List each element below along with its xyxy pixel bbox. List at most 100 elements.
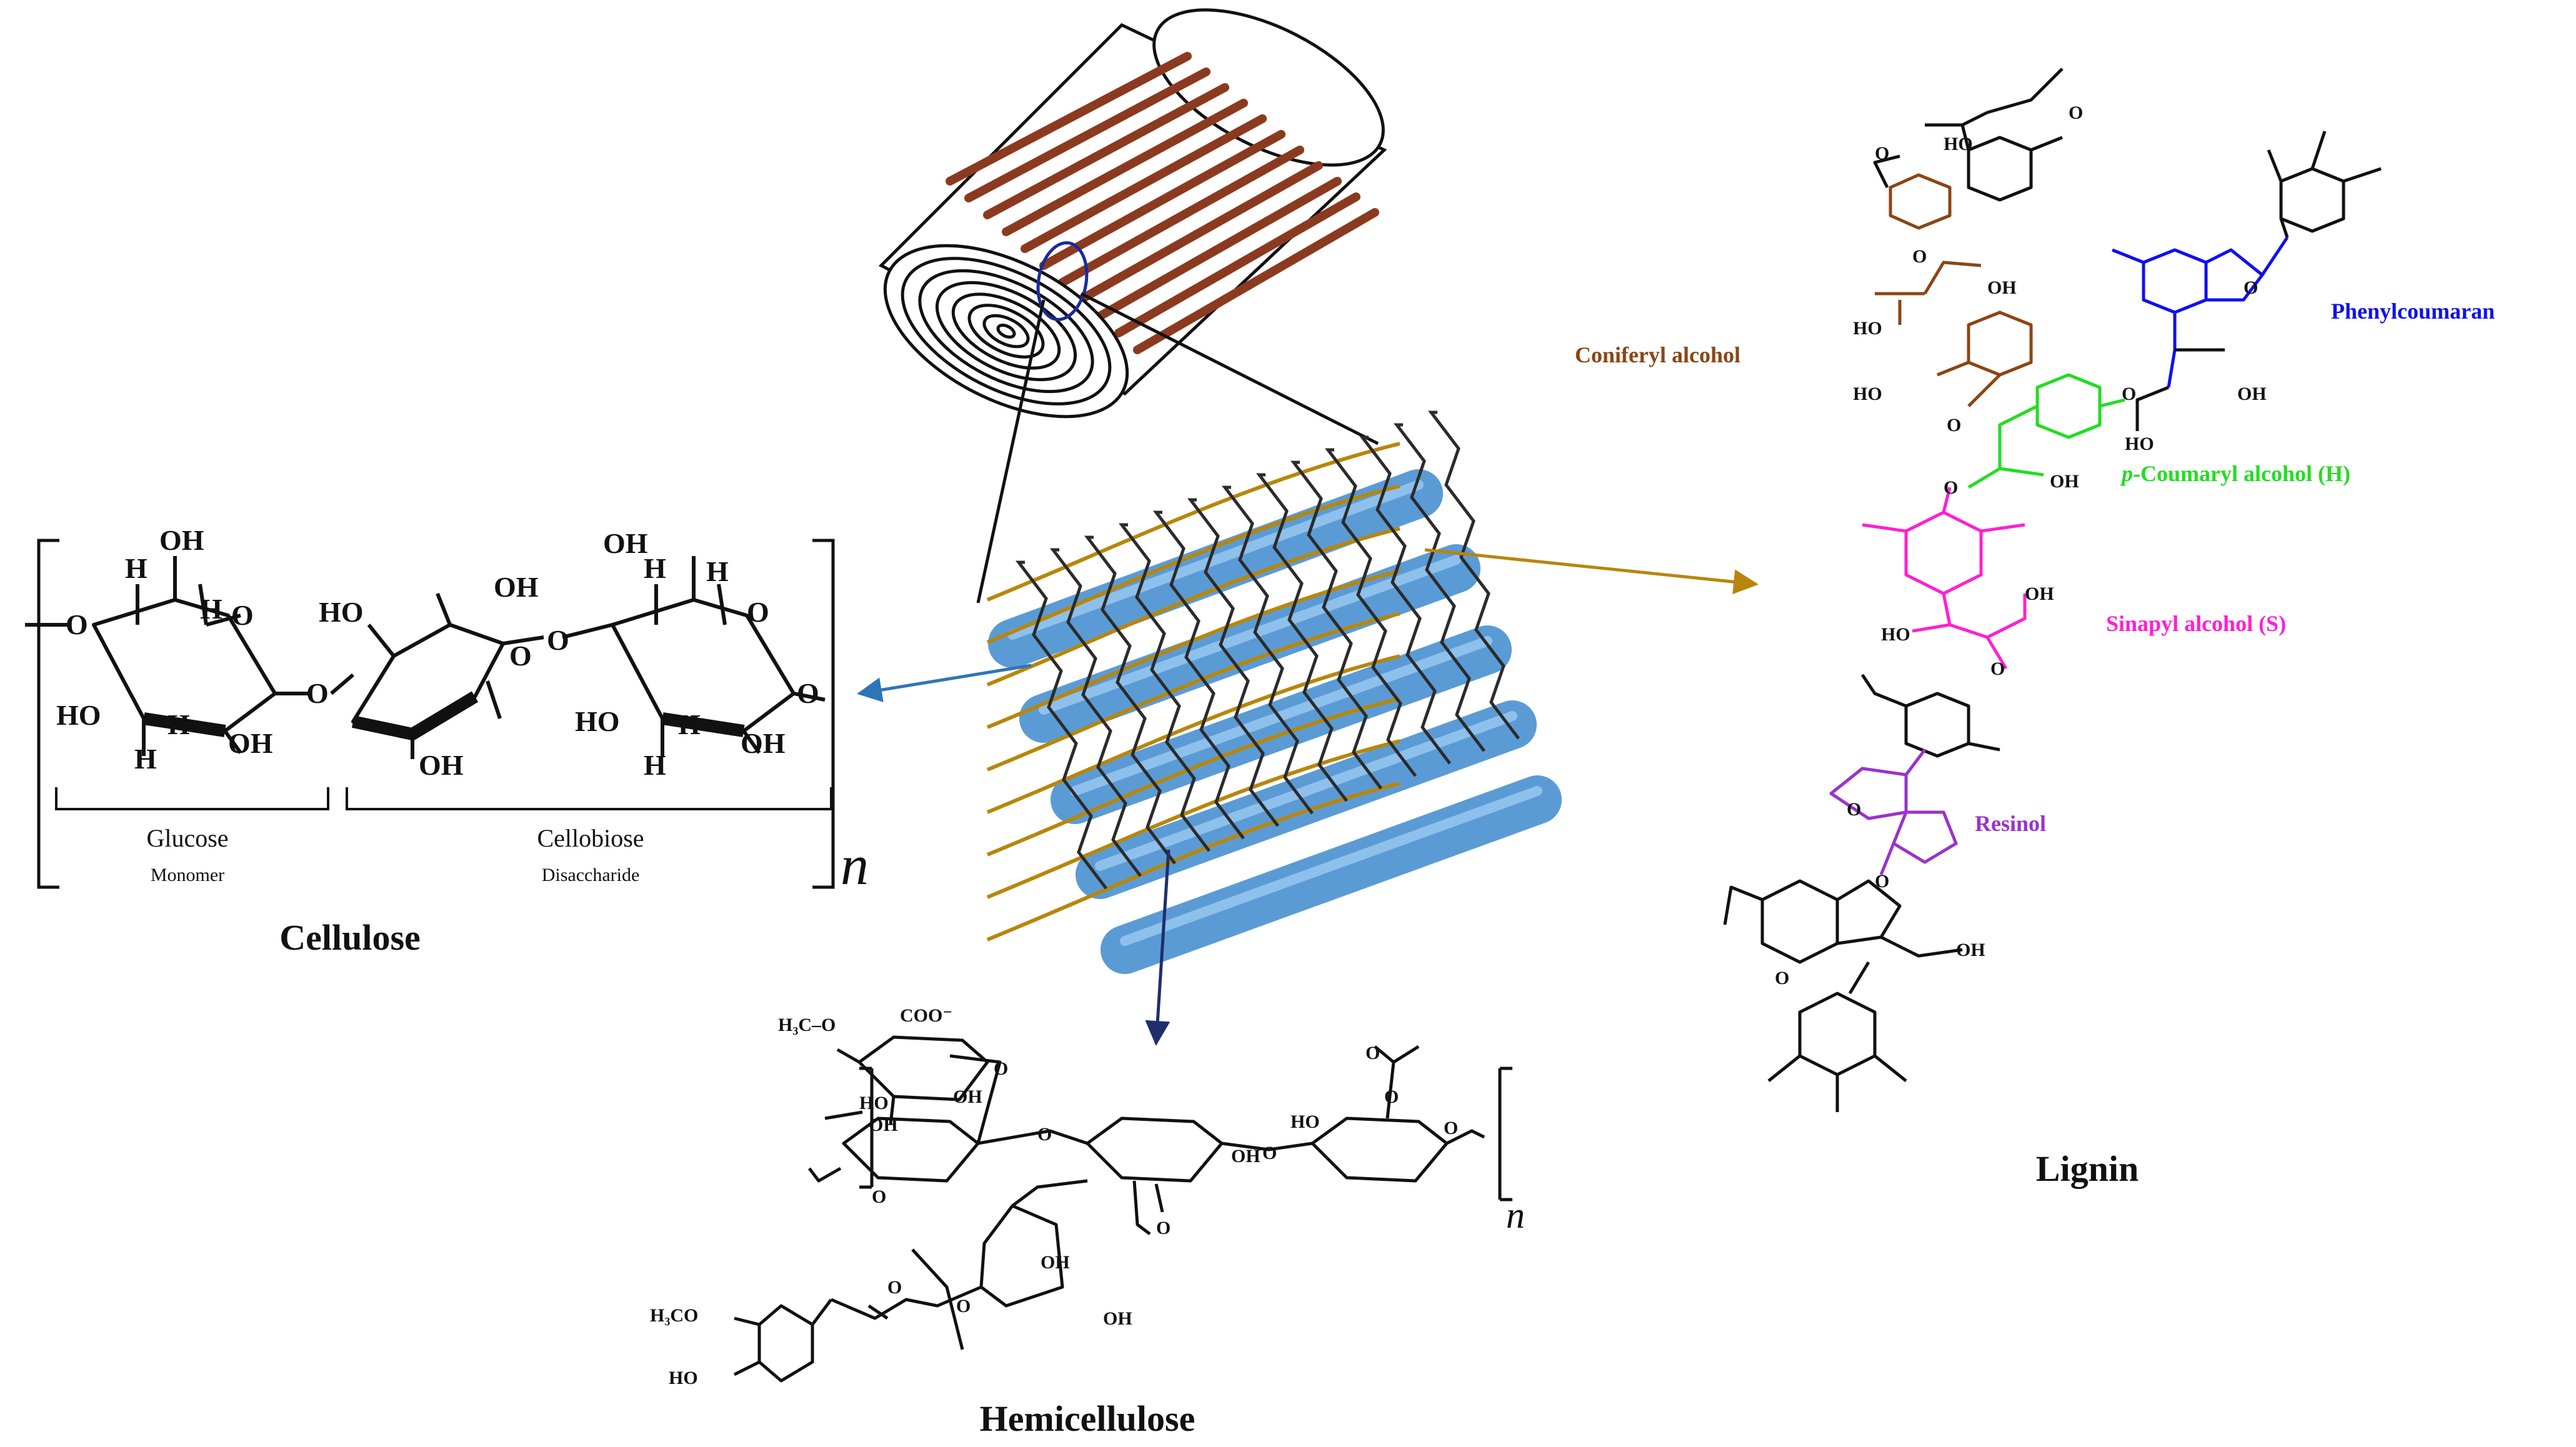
atom-label: HO (1290, 1111, 1320, 1132)
atom-label: O (1912, 246, 1927, 267)
hemicellulose-strand (986, 654, 1400, 814)
cellulose-rings (25, 556, 826, 759)
atom-label: O (1875, 871, 1889, 892)
atom-label: HO (575, 705, 620, 737)
fibril-highlight (1007, 480, 1424, 640)
arrow-to-lignin (1424, 548, 1759, 595)
atom-label: HO (319, 596, 364, 628)
hemicellulose-title: Hemicellulose (980, 1398, 1196, 1439)
atom-label: OH (159, 524, 204, 556)
fibril-highlight (1095, 711, 1517, 871)
wood-grain-line (1002, 99, 1248, 236)
lignin-zigzag (1084, 535, 1176, 865)
lignin-black-segment-2 (2135, 131, 2382, 431)
glucose-label: Glucose (146, 824, 228, 852)
atom-label: H (678, 709, 701, 740)
log-growth-rings (883, 244, 1129, 419)
lignin-zigzag (1015, 560, 1107, 890)
hemicellulose-strand (986, 739, 1400, 899)
atom-label: O (1444, 1118, 1458, 1138)
log-wood-grain (946, 52, 1379, 354)
wood-grain-line (946, 52, 1192, 186)
cellulose-brackets (37, 539, 835, 889)
lignin-black-segment (1873, 67, 2064, 202)
atom-label: O (1944, 477, 1958, 498)
atom-label: O (1262, 1143, 1277, 1163)
resinol-label: Resinol (1975, 811, 2046, 836)
lignin-zigzag (1324, 448, 1417, 777)
wood-grain-line (983, 83, 1229, 219)
cellulose-fibril (988, 469, 1443, 668)
atom-label: O (1847, 799, 1861, 820)
atom-label: OH (2025, 584, 2054, 604)
cellulose-atom-labels: O H OH H O HO H H OH O HO OH O OH O H OH… (56, 524, 819, 781)
coniferyl-label: Coniferyl alcohol (1575, 342, 1740, 367)
atom-label: H₃CO (650, 1305, 698, 1326)
atom-label: OH (1103, 1308, 1132, 1329)
zoom-line-lower (976, 299, 1046, 604)
lignin-structure: HO O O O OH HO HO O OH O O OH HO O O O O… (1575, 67, 2495, 1189)
hemicellulose-structure: H₃C–O COO⁻ HO OH O OH O O OH O HO O O O … (650, 1005, 1525, 1439)
fibril-highlight (1039, 555, 1461, 715)
atom-label: HO (669, 1368, 698, 1388)
wood-grain-line (964, 67, 1211, 202)
atom-label: HO (1881, 624, 1910, 645)
lignin-blue-segment (2112, 236, 2289, 388)
log-zoom-region (1036, 241, 1089, 321)
fibril-highlight (1070, 636, 1492, 796)
atom-label: O (1990, 659, 2005, 679)
atom-label: H (644, 552, 666, 584)
wood-grain-line (1114, 192, 1360, 337)
atom-label: HO (56, 699, 101, 731)
atom-label: HO (2125, 434, 2154, 454)
atom-label: HO (1944, 134, 1973, 154)
arrow-to-cellulose (857, 664, 1032, 702)
atom-label: O (1875, 143, 1889, 164)
atom-label: OH (228, 727, 273, 759)
atom-label: H (644, 749, 666, 781)
atom-label: O (1775, 968, 1789, 988)
atom-label: OH (2237, 384, 2267, 404)
cellulose-title: Cellulose (279, 917, 421, 958)
atom-label: O (547, 624, 569, 656)
atom-label: O (1365, 1043, 1380, 1063)
hemicellulose-strand (986, 527, 1400, 687)
lignin-zigzag (1221, 485, 1314, 815)
log-end-cap (1152, 8, 1385, 167)
atom-label: H (200, 593, 222, 625)
wood-grain-line (1133, 208, 1379, 354)
atom-label: O (872, 1186, 886, 1207)
lignin-zigzag (1427, 410, 1520, 740)
hemicellulose-repeat-n: n (1506, 1195, 1525, 1236)
atom-label: OH (1041, 1252, 1070, 1273)
atom-label: H₃C–O (778, 1015, 836, 1035)
sinapyl-label: Sinapyl alcohol (S) (2106, 611, 2286, 636)
atom-label: O (306, 677, 329, 709)
lignin-zigzag (1393, 423, 1485, 752)
atom-label: OH (741, 727, 786, 759)
cellulose-underbrackets (55, 787, 832, 810)
atom-label: O (1037, 1124, 1052, 1145)
hemicellulose-atom-labels: H₃C–O COO⁻ HO OH O OH O O OH O HO O O O … (650, 1005, 1458, 1388)
lignin-zigzag (1049, 548, 1142, 877)
phenylcoumaran-label: Phenylcoumaran (2331, 299, 2495, 324)
atom-label: O (509, 640, 532, 672)
fibril-highlight (1120, 786, 1542, 946)
wood-grain-line (1058, 146, 1304, 287)
cellobiose-sublabel: Disaccharide (542, 865, 640, 885)
atom-label: O (231, 599, 254, 631)
atom-label: OH (869, 1115, 898, 1135)
atom-label: O (887, 1277, 902, 1298)
atom-label: COO⁻ (900, 1005, 952, 1026)
p-coumaryl-label: p-Coumaryl alcohol (H) (2120, 461, 2350, 486)
atom-label: O (1384, 1086, 1399, 1107)
lignin-network (1015, 410, 1520, 890)
atom-label: OH (1987, 277, 2017, 298)
atom-label: O (1156, 1218, 1171, 1238)
lignin-zigzag (1256, 473, 1348, 802)
atom-label: H (125, 552, 147, 584)
lignin-brown-segment (1875, 173, 2033, 407)
arrow-to-hemicellulose (1145, 849, 1171, 1046)
atom-label: O (797, 677, 819, 709)
